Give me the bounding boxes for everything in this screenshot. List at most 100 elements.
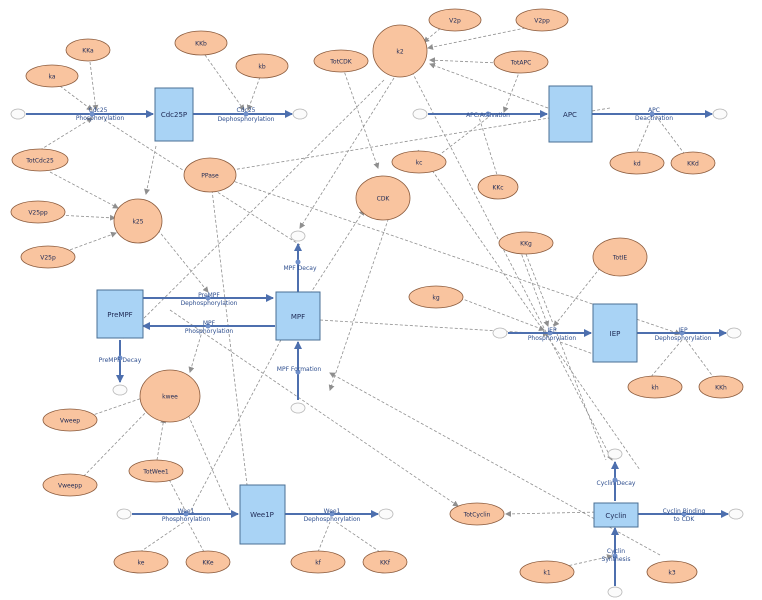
converter-kg[interactable]: kg <box>408 285 464 309</box>
converter-label: kd <box>633 161 640 168</box>
converter-kf[interactable]: kf <box>290 550 346 574</box>
converter-v2pp[interactable]: V2pp <box>515 8 569 32</box>
converter-kke[interactable]: KKe <box>185 550 231 574</box>
converter-k3[interactable]: k3 <box>646 560 698 584</box>
converter-totcdc25[interactable]: TotCdc25 <box>11 148 69 172</box>
converter-label: k3 <box>668 570 675 577</box>
converter-label: Vweepp <box>58 483 82 490</box>
converter-ppase[interactable]: PPase <box>183 157 237 193</box>
link-v2pp-k2 <box>427 24 541 50</box>
link-kkb-cdc25-dephos <box>204 54 245 111</box>
flow-label: to CDK <box>674 516 696 523</box>
converter-label: V25p <box>40 255 56 262</box>
converter-label: KKe <box>202 560 214 567</box>
converter-kkd[interactable]: KKd <box>670 151 716 175</box>
stock-wee1p[interactable]: Wee1P <box>239 484 286 545</box>
converter-kkg[interactable]: KKg <box>498 231 554 255</box>
valve-cdc25-dephos <box>243 111 249 117</box>
converter-label: KKc <box>492 185 503 192</box>
link-wee1p-kwee <box>185 409 231 511</box>
cloud-icon <box>292 108 308 120</box>
converter-kc[interactable]: kc <box>391 150 447 174</box>
valve-cyclin-synth <box>612 553 618 559</box>
cloud-icon <box>712 108 728 120</box>
flow-label: Phosphorylation <box>162 516 211 523</box>
stock-cyclin[interactable]: Cyclin <box>593 502 639 528</box>
converter-totcdk[interactable]: TotCDK <box>313 49 369 73</box>
converter-label: KKf <box>380 560 391 567</box>
converter-kka[interactable]: KKa <box>65 38 111 62</box>
converter-label: k1 <box>543 570 550 577</box>
converter-label: Vweep <box>60 418 80 425</box>
converter-cdk[interactable]: CDK <box>355 175 411 221</box>
cloud-icon <box>112 384 128 396</box>
converter-kkf[interactable]: KKf <box>362 550 408 574</box>
link-k2-cyclin-decay <box>411 71 613 461</box>
flow-label: Phosphorylation <box>185 328 234 335</box>
flow-label: Phosphorylation <box>528 335 577 342</box>
converter-kkh[interactable]: KKh <box>698 375 744 399</box>
valve-mpf-decay <box>295 259 301 265</box>
converter-kh[interactable]: kh <box>627 375 683 399</box>
link-ppase-apc <box>231 107 611 171</box>
converter-label: kh <box>651 385 658 392</box>
converter-label: V25pp <box>28 210 48 217</box>
valve-wee1-dephos <box>329 511 335 517</box>
link-kkg-iep-phos <box>519 249 550 327</box>
converter-v2p[interactable]: V2p <box>428 8 482 32</box>
link-ke-wee1-phos <box>139 521 185 553</box>
converter-v25pp[interactable]: V25pp <box>10 200 66 224</box>
converter-kkc[interactable]: KKc <box>477 174 519 200</box>
converter-kd[interactable]: kd <box>609 151 665 175</box>
converter-v25p[interactable]: V25p <box>20 245 76 269</box>
flow-label: Dephosphorylation <box>181 300 238 307</box>
link-mpf-phos-kwee <box>188 324 205 373</box>
converter-vweepp[interactable]: Vweepp <box>42 473 98 497</box>
converter-totcyclin[interactable]: TotCyclin <box>449 502 505 526</box>
link-kka-cdc25-phos <box>89 61 99 111</box>
valve-cyclin-binding <box>681 511 687 517</box>
link-cyclin-totcyclin <box>505 510 601 517</box>
link-kke-wee1-phos <box>187 521 205 553</box>
link-ppase-wee1-dephos <box>211 189 253 511</box>
link-v25pp-k25 <box>55 214 116 221</box>
converter-label: TotAPC <box>510 60 532 67</box>
cloud-icon <box>378 508 394 520</box>
flow-label: Wee1 <box>324 508 341 515</box>
flow-label: Dephosphorylation <box>655 335 712 342</box>
link-mpf-cdc25-phos <box>99 116 301 246</box>
stock-cdc25p[interactable]: Cdc25P <box>154 87 194 142</box>
converter-label: KKd <box>687 161 699 168</box>
converter-kkb[interactable]: KKb <box>174 30 228 56</box>
converter-k2[interactable]: k2 <box>372 24 428 78</box>
stock-label: IEP <box>610 330 621 338</box>
converter-totapc[interactable]: TotAPC <box>493 50 549 74</box>
converter-ka[interactable]: ka <box>25 64 79 88</box>
valve-prempf-dephos <box>205 295 211 301</box>
link-kkg-cyclin-decay <box>525 253 607 461</box>
valve-apc-deact <box>649 111 655 117</box>
valve-iep-phos <box>547 330 553 336</box>
converter-ke[interactable]: ke <box>113 550 169 574</box>
converter-kb[interactable]: kb <box>235 53 289 79</box>
valve-mpf-formation <box>295 369 301 375</box>
link-kg-iep-phos <box>459 297 545 332</box>
converter-totie[interactable]: TotIE <box>592 237 648 277</box>
stock-label: APC <box>563 111 577 119</box>
clouds <box>10 108 744 598</box>
converter-label: TotWee1 <box>142 469 169 476</box>
converter-label: ka <box>48 74 55 81</box>
converter-k25[interactable]: k25 <box>113 198 163 244</box>
stock-iep[interactable]: IEP <box>592 303 638 363</box>
converter-k1[interactable]: k1 <box>519 560 575 584</box>
converter-kwee[interactable]: kwee <box>139 369 201 423</box>
stock-mpf[interactable]: MPF <box>275 291 321 341</box>
converter-label: kg <box>432 295 439 302</box>
stock-apc[interactable]: APC <box>548 85 593 143</box>
converter-label: KKg <box>520 241 532 248</box>
stock-prempf[interactable]: PreMPF <box>96 289 144 339</box>
converter-totwee1[interactable]: TotWee1 <box>128 459 184 483</box>
converter-label: kc <box>416 160 423 167</box>
converter-vweep[interactable]: Vweep <box>42 408 98 432</box>
converter-label: TotCyclin <box>463 512 491 519</box>
